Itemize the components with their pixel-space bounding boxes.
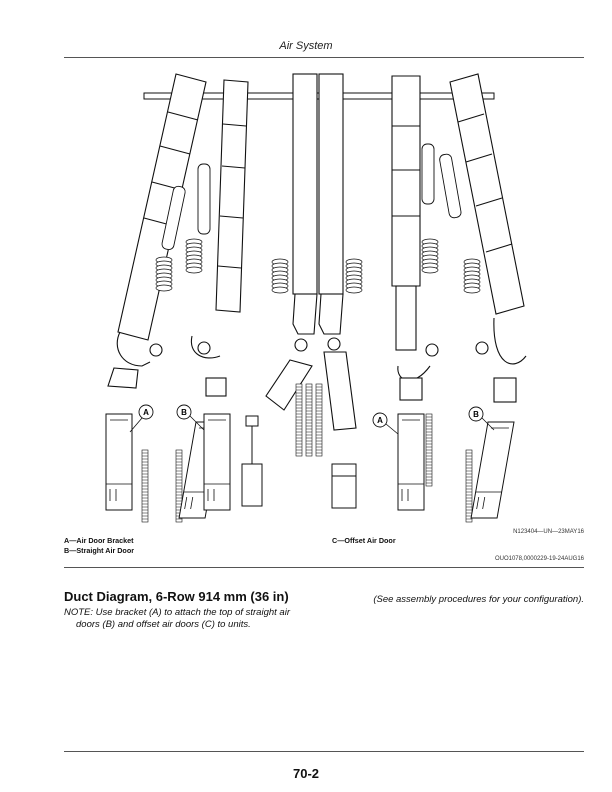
section-header: Air System	[279, 40, 333, 52]
svg-text:A: A	[377, 416, 383, 425]
section-title: Duct Diagram, 6-Row 914 mm (36 in)	[64, 589, 289, 604]
figure-legend-left: A—Air Door Bracket B—Straight Air Door	[64, 536, 134, 555]
callout-b-right: B	[468, 406, 495, 431]
svg-text:B: B	[181, 408, 187, 417]
legend-item-b: B—Straight Air Door	[64, 545, 135, 555]
duct-diagram-figure: A B A B	[105, 73, 527, 523]
page-number: 70-2	[292, 766, 320, 781]
legend-item-a: A—Air Door Bracket	[64, 536, 134, 545]
callout-a-left: A	[129, 404, 154, 433]
assembly-reference: (See assembly procedures for your config…	[373, 594, 584, 605]
callout-a-right: A	[372, 412, 399, 435]
note-text: NOTE: Use bracket (A) to attach the top …	[64, 607, 314, 631]
footer-divider	[64, 751, 584, 752]
legend-divider	[64, 567, 584, 568]
callout-b-left: B	[176, 404, 205, 431]
note-line-1: NOTE: Use bracket (A) to attach the top …	[64, 607, 290, 618]
legend-item-c: C—Offset Air Door	[332, 536, 396, 545]
figure-image-code: N123404—UN—23MAY16	[513, 529, 584, 535]
svg-text:A: A	[143, 408, 149, 417]
document-code: OUO1078,0000229-19-24AUG16	[494, 556, 584, 562]
svg-text:B: B	[473, 410, 479, 419]
header-divider	[64, 57, 584, 58]
figure-legend-right: C—Offset Air Door	[332, 536, 396, 546]
note-line-2: doors (B) and offset air doors (C) to un…	[76, 619, 251, 630]
